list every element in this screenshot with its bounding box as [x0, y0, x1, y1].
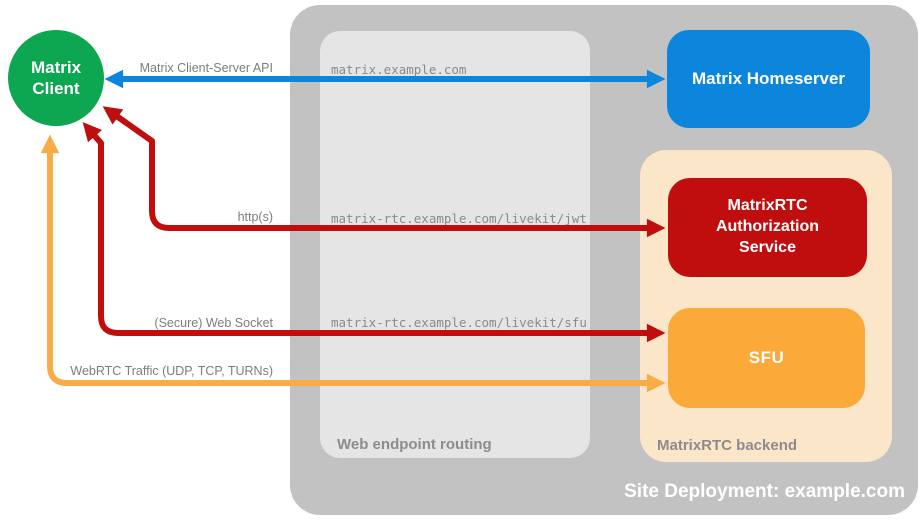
endpoint-url-livekit-jwt: matrix-rtc.example.com/livekit/jwt: [331, 211, 587, 226]
endpoint-url-homeserver: matrix.example.com: [331, 62, 467, 77]
client-server-api-arrow-label: Matrix Client-Server API: [139, 61, 273, 75]
matrix-client-label-line1: Matrix: [30, 57, 82, 77]
web-endpoint-routing-label: Web endpoint routing: [337, 436, 492, 453]
site-deployment-label: Site Deployment: example.com: [624, 481, 905, 502]
matrixrtc-authorization-service-label: MatrixRTC Authorization Service: [715, 197, 820, 256]
sfu-node: SFU: [668, 308, 865, 408]
websocket-arrow-label: (Secure) Web Socket: [154, 316, 273, 330]
matrix-client-label-line2: Client: [32, 79, 80, 98]
matrixrtc-authorization-service-node: MatrixRTC Authorization Service: [668, 178, 867, 277]
matrixrtc-backend-label: MatrixRTC backend: [657, 437, 798, 454]
endpoint-url-livekit-sfu: matrix-rtc.example.com/livekit/sfu: [331, 315, 587, 330]
matrix-homeserver-node: Matrix Homeserver: [667, 30, 870, 128]
matrix-client-node: Matrix Client: [8, 30, 104, 126]
web-endpoint-routing-box: Web endpoint routing: [320, 31, 590, 458]
sfu-label: SFU: [748, 348, 785, 367]
https-arrow-label: http(s): [237, 210, 273, 224]
matrix-homeserver-label: Matrix Homeserver: [691, 69, 846, 88]
webrtc-traffic-arrow-label: WebRTC Traffic (UDP, TCP, TURNs): [70, 364, 273, 378]
